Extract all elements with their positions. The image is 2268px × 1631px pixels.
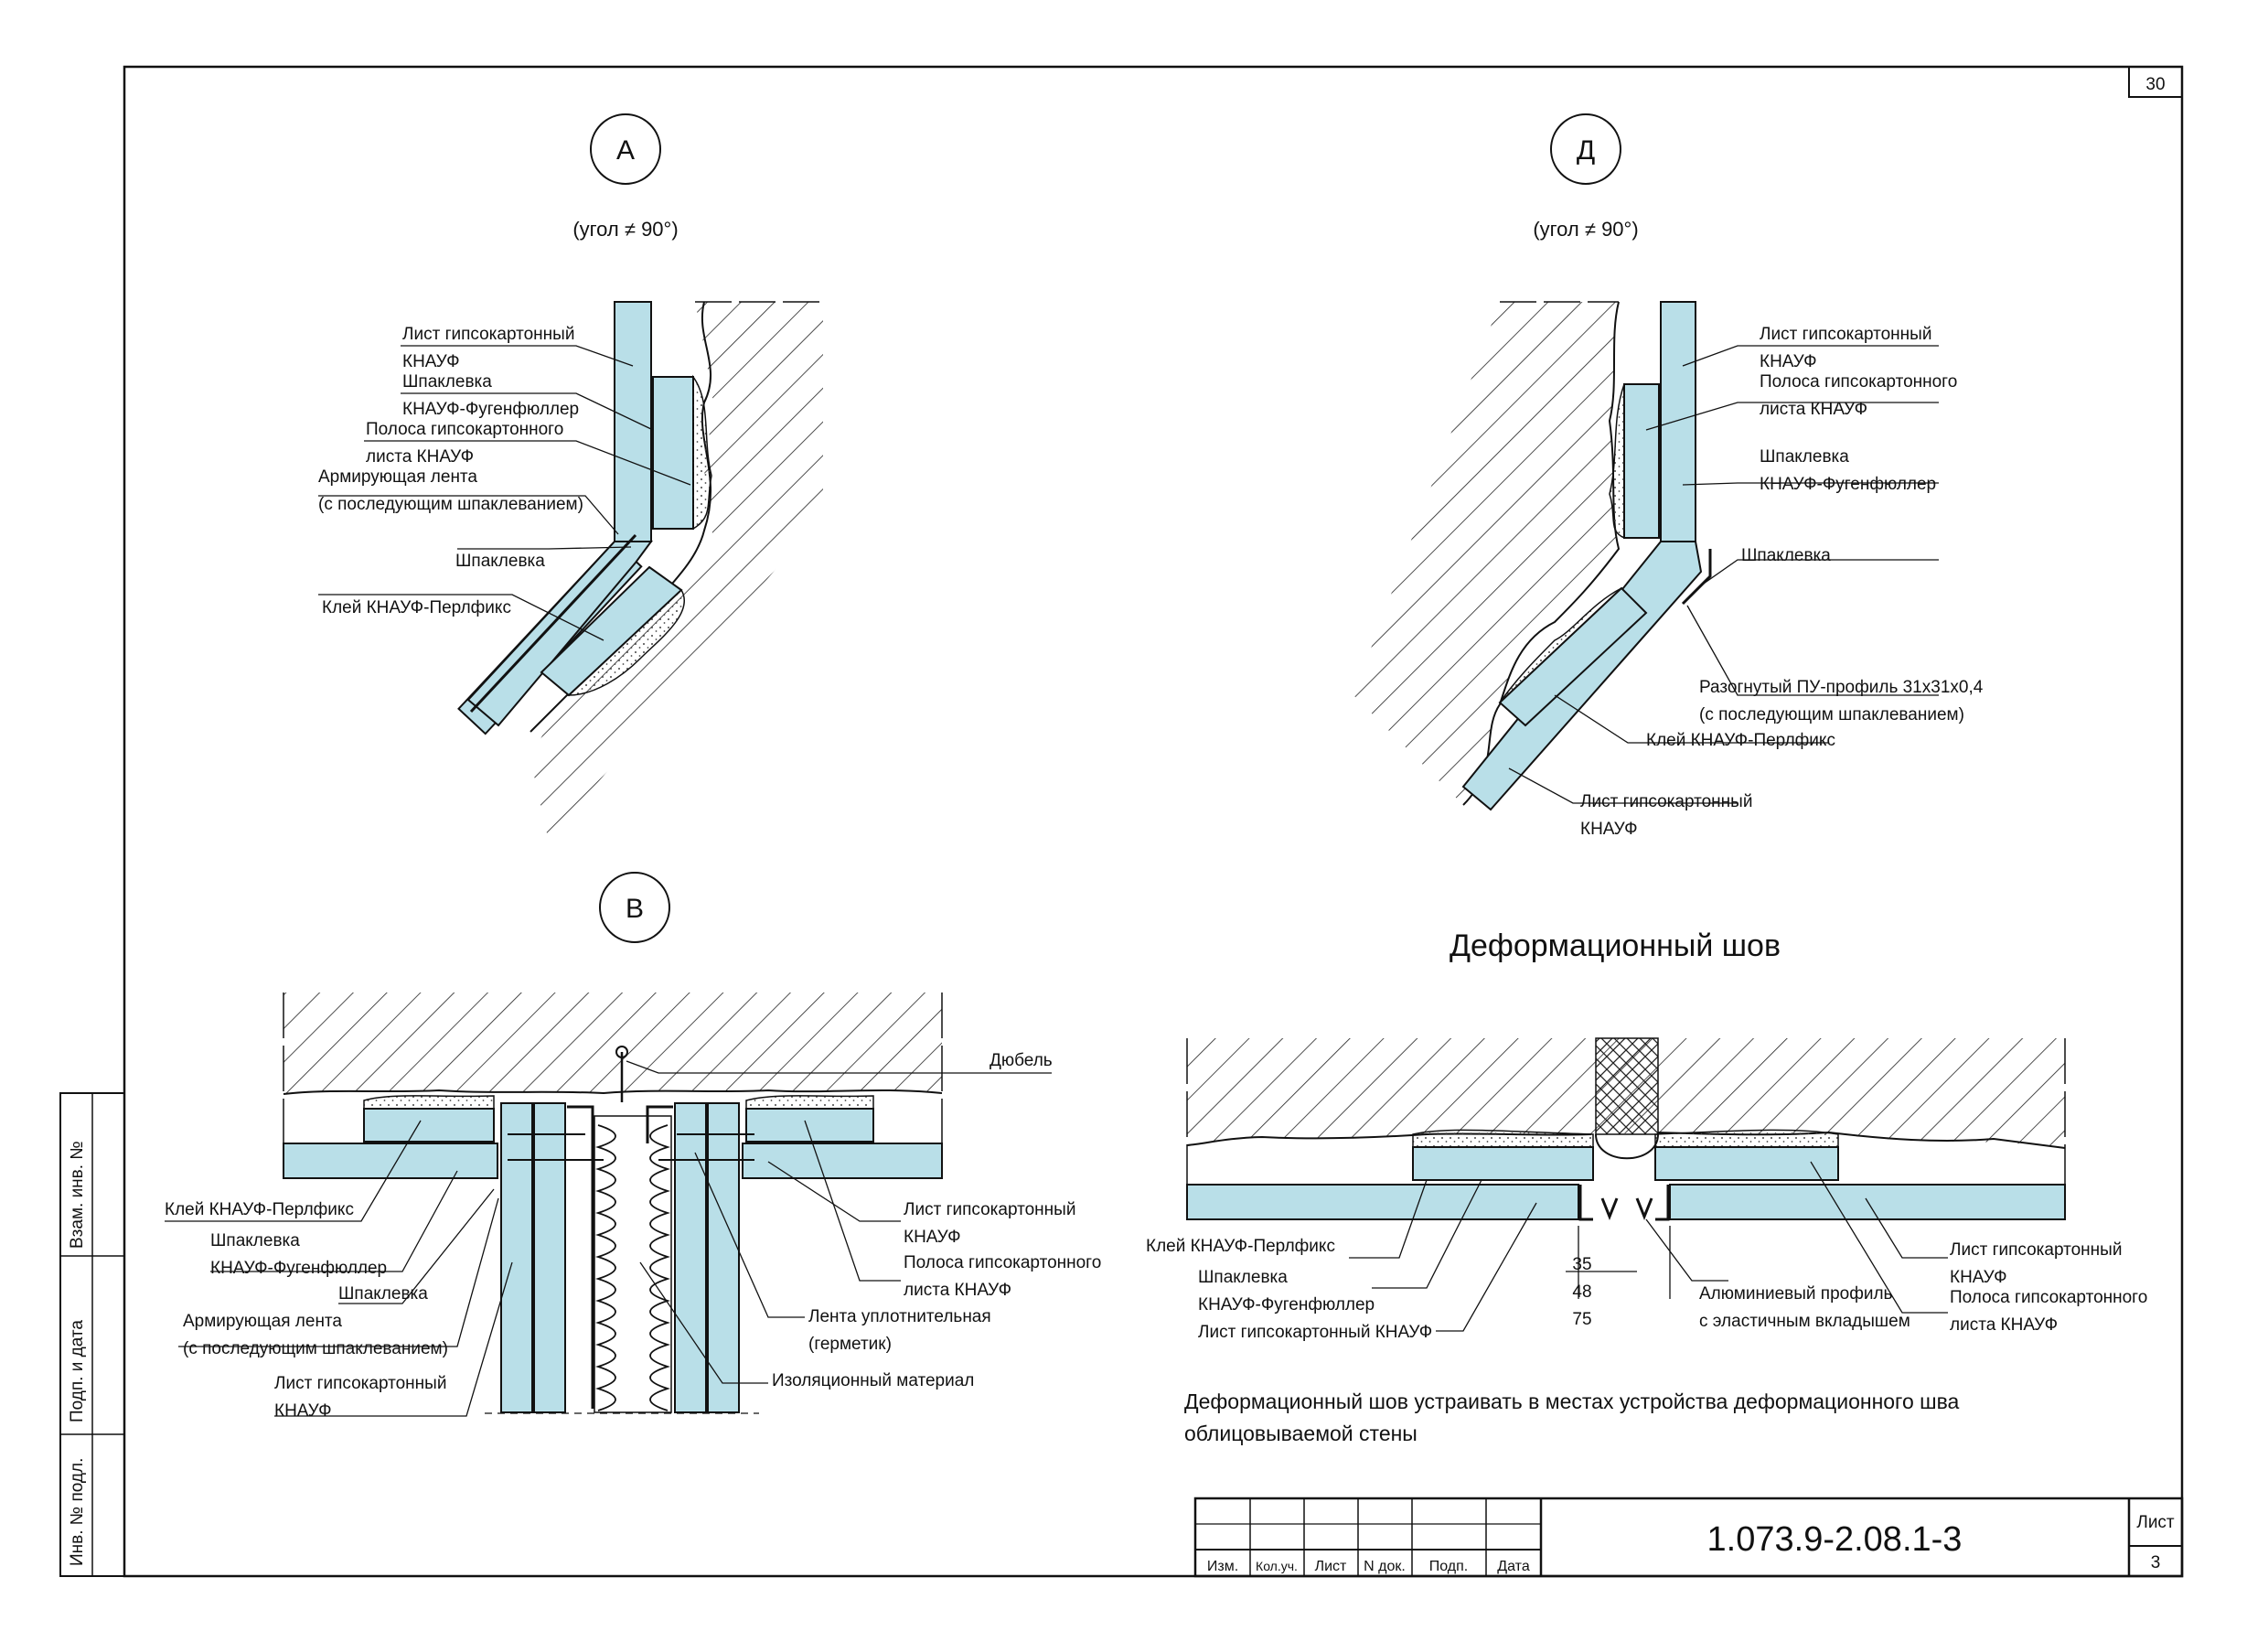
tb-col-list: Лист [1315, 1559, 1347, 1574]
detail-v-label-board-r2: КНАУФ [904, 1228, 961, 1247]
stamp-podp: Подп. и дата [68, 1320, 87, 1422]
deformation-strip-right [1654, 1146, 1839, 1181]
detail-d-subtitle: (угол ≠ 90°) [1533, 218, 1638, 241]
stamp-inv: Инв. № подл. [68, 1458, 87, 1566]
tb-col-podp: Подп. [1429, 1559, 1469, 1574]
detail-d-label-strip2: листа КНАУФ [1760, 400, 1867, 419]
detail-a-concrete [530, 302, 823, 842]
detail-d-wall-surface [1462, 301, 1621, 806]
detail-d-label-profile2: (с последующим шпаклеванием) [1699, 705, 1964, 724]
detail-a-board-vertical [614, 301, 652, 542]
detail-a-label-putty2: КНАУФ-Фугенфюллер [402, 400, 579, 419]
detail-a-marker: А [616, 135, 635, 166]
detail-v-label-tape: Армирующая лента [183, 1312, 342, 1331]
deformation-label-putty2: КНАУФ-Фугенфюллер [1198, 1295, 1375, 1314]
detail-d-label-strip: Полоса гипсокартонного [1760, 372, 1957, 392]
detail-a-marker-circle [590, 113, 661, 185]
deformation-dim-75: 75 [1572, 1310, 1591, 1329]
detail-d-marker-circle [1550, 113, 1621, 185]
detail-v-label-seal2: (герметик) [808, 1335, 892, 1354]
sheet-frame: 30 [123, 65, 2184, 1578]
deformation-label-board: Лист гипсокартонный КНАУФ [1198, 1323, 1432, 1342]
deformation-label-putty: Шпаклевка [1198, 1268, 1288, 1287]
detail-v-board-right [742, 1143, 943, 1179]
detail-v-label-dowel: Дюбель [990, 1051, 1053, 1070]
deformation-label-strip2: листа КНАУФ [1950, 1315, 2058, 1335]
detail-a-subtitle: (угол ≠ 90°) [572, 218, 678, 241]
detail-d-strip-vertical [1623, 383, 1660, 539]
detail-v-label-glue: Клей КНАУФ-Перлфикс [165, 1200, 354, 1219]
deformation-label-alu2: с эластичным вкладышем [1699, 1312, 1910, 1331]
detail-d-marker: Д [1577, 135, 1595, 166]
detail-v-label-tape2: (с последующим шпаклеванием) [183, 1339, 448, 1358]
deformation-dim-35: 35 [1572, 1255, 1591, 1274]
detail-v-concrete [284, 993, 942, 1094]
deformation-note-line1: Деформационный шов устраивать в местах у… [1184, 1390, 1960, 1413]
tb-col-data: Дата [1497, 1559, 1530, 1574]
detail-v-label-putty: Шпаклевка [210, 1231, 300, 1250]
detail-a-label-putty: Шпаклевка [402, 372, 492, 392]
document-code: 1.073.9-2.08.1-3 [1707, 1520, 1963, 1559]
page-number: 30 [2145, 75, 2165, 94]
detail-d-label-putty: Шпаклевка [1760, 447, 1849, 467]
detail-a-label-strip: Полоса гипсокартонного [366, 420, 563, 439]
tb-col-ndok: N док. [1364, 1559, 1406, 1574]
deformation-label-board-r2: КНАУФ [1950, 1268, 2007, 1287]
detail-v-label-board: Лист гипсокартонный [274, 1374, 446, 1393]
deformation-joint: Деформационный шов Кле [1146, 928, 2147, 1445]
detail-d-label-board: Лист гипсокартонный [1760, 325, 1931, 344]
sheet-number: 3 [2151, 1553, 2161, 1572]
stamp-vzam: Взам. инв. № [68, 1141, 87, 1249]
detail-a-label-tape: Армирующая лента [318, 467, 477, 487]
detail-v-label-board-r: Лист гипсокартонный [904, 1200, 1075, 1219]
detail-a: А (угол ≠ 90°) Лист гипсокартонный КНАУФ [318, 113, 823, 842]
side-stamp: Взам. инв. № Подп. и дата Инв. № подл. [59, 1092, 125, 1577]
detail-v-label-strip2: листа КНАУФ [904, 1281, 1011, 1300]
detail-v-marker: В [626, 894, 644, 924]
detail-d-label-putty2: КНАУФ-Фугенфюллер [1760, 475, 1936, 494]
tb-col-kol: Кол.уч. [1256, 1559, 1298, 1573]
tb-col-izm: Изм. [1207, 1559, 1238, 1574]
deformation-label-alu: Алюминиевый профиль [1699, 1284, 1893, 1304]
deformation-strip-left [1412, 1146, 1594, 1181]
detail-v-label-putty3: Шпаклевка [338, 1284, 428, 1304]
title-block: Изм. Кол.уч. Лист N док. Подп. Дата 1.07… [1193, 1497, 2184, 1578]
detail-d-label-profile: Разогнутый ПУ-профиль 31x31x0,4 [1699, 678, 1984, 697]
deformation-alu-profile [1578, 1185, 1670, 1221]
deformation-label-glue: Клей КНАУФ-Перлфикс [1146, 1237, 1335, 1256]
deformation-dim-48: 48 [1572, 1282, 1591, 1302]
detail-v-label-seal: Лента уплотнительная [808, 1307, 991, 1326]
detail-a-label-board2: КНАУФ [402, 352, 460, 371]
detail-d-label-board2: КНАУФ [1760, 352, 1817, 371]
deformation-note-line2: облицовываемой стены [1184, 1422, 1418, 1445]
detail-d-label-board3: Лист гипсокартонный [1580, 792, 1752, 811]
detail-a-label-strip2: листа КНАУФ [366, 447, 474, 467]
detail-d: Д (угол ≠ 90°) Лист гипсокартонный КНАУФ… [1353, 113, 1984, 839]
detail-a-label-putty3: Шпаклевка [455, 552, 545, 571]
detail-v-label-insulation: Изоляционный материал [772, 1371, 974, 1390]
detail-v: В [165, 872, 1101, 1421]
detail-a-label-tape2: (с последующим шпаклеванием) [318, 495, 583, 514]
detail-v-label-strip: Полоса гипсокартонного [904, 1253, 1101, 1272]
deformation-title: Деформационный шов [1450, 928, 1781, 963]
detail-d-label-board4: КНАУФ [1580, 820, 1638, 839]
detail-d-pu-profile [1681, 549, 1712, 606]
detail-d-label-putty3: Шпаклевка [1741, 546, 1831, 565]
detail-d-label-glue: Клей КНАУФ-Перлфикс [1646, 731, 1835, 750]
detail-a-label-board: Лист гипсокартонный [402, 325, 574, 344]
detail-a-label-glue: Клей КНАУФ-Перлфикс [322, 598, 511, 617]
detail-v-board-left [283, 1143, 498, 1179]
detail-d-board-vertical [1660, 301, 1696, 542]
deformation-label-board-r: Лист гипсокартонный [1950, 1240, 2122, 1260]
deformation-label-strip: Полоса гипсокартонного [1950, 1288, 2147, 1307]
detail-d-concrete [1353, 302, 1619, 805]
sheet-label: Лист [2136, 1513, 2175, 1532]
deformation-board-left [1186, 1184, 1579, 1220]
detail-v-marker-circle [599, 872, 670, 943]
detail-v-label-board2: КНАУФ [274, 1401, 332, 1421]
detail-v-label-putty2: КНАУФ-Фугенфюллер [210, 1259, 387, 1278]
detail-a-strip-vertical [652, 376, 694, 530]
